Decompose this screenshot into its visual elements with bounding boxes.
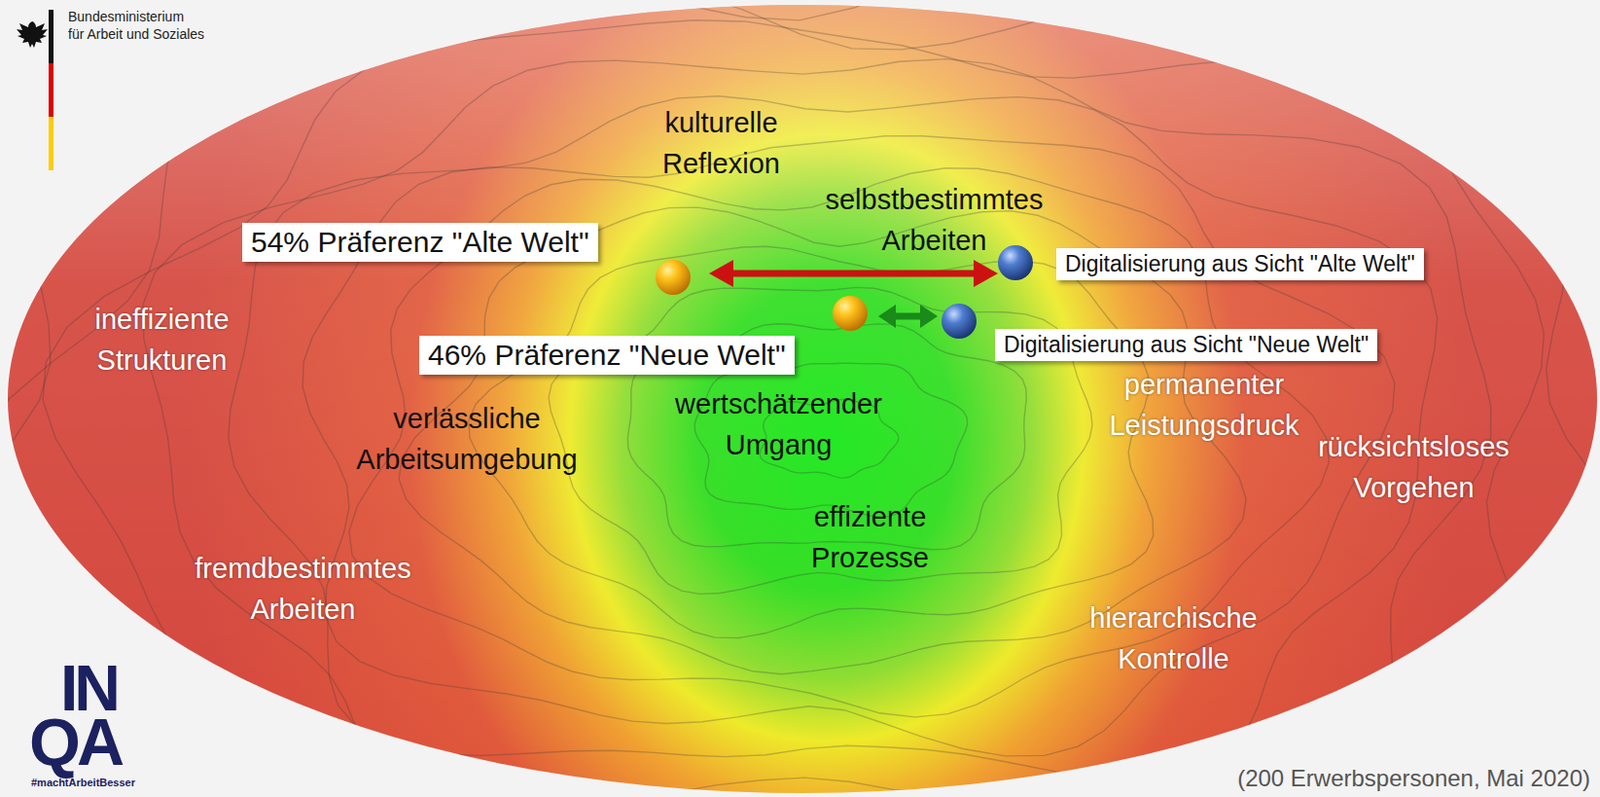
region-label: wertschätzender Umgang xyxy=(673,383,885,465)
box-text: 54% Präferenz "Alte Welt" xyxy=(250,225,590,258)
red-arrow xyxy=(727,270,980,278)
logo-text: QA xyxy=(29,708,121,775)
box-text: Digitalisierung aus Sicht "Neue Welt" xyxy=(1003,331,1369,357)
arrow-head xyxy=(709,259,734,287)
contour-line xyxy=(468,246,1154,638)
arrow-head xyxy=(920,304,938,328)
region-label: rücksichtsloses Vorgehen xyxy=(1315,426,1512,508)
label-box: Digitalisierung aus Sicht "Neue Welt" xyxy=(995,328,1378,361)
contour-line xyxy=(228,96,1438,781)
logo-text: für Arbeit und Soziales xyxy=(68,27,205,41)
flag-stripe xyxy=(48,116,54,171)
label-box: Digitalisierung aus Sicht "Alte Welt" xyxy=(1056,248,1424,281)
region-label: verlässliche Arbeitsumgebung xyxy=(354,397,580,480)
eagle-emblem xyxy=(16,21,48,48)
map-ground xyxy=(7,4,1598,793)
flag-stripe xyxy=(48,63,54,117)
box-text: 46% Präferenz "Neue Welt" xyxy=(427,338,786,371)
logo-text: #machtArbeitBesser xyxy=(31,777,136,788)
box-text: Digitalisierung aus Sicht "Alte Welt" xyxy=(1065,250,1416,277)
contour-line xyxy=(142,59,1492,797)
region-label: effiziente Prozesse xyxy=(809,496,931,578)
arrow-head xyxy=(973,259,998,287)
region-label: hierarchische Kontrolle xyxy=(1087,597,1260,679)
arrow-head xyxy=(878,304,896,328)
blue-ball xyxy=(941,303,977,339)
region-label: permanenter Leistungsdruck xyxy=(1106,363,1302,446)
orange-ball xyxy=(832,295,868,331)
caption: (200 Erwerbspersonen, Mai 2020) xyxy=(1237,764,1591,792)
label-box: 54% Präferenz "Alte Welt" xyxy=(242,222,599,262)
logo-text: Bundesministerium xyxy=(68,9,184,24)
blue-ball xyxy=(997,245,1033,281)
orange-ball xyxy=(655,259,691,295)
flag-stripe xyxy=(48,9,54,64)
region-label: ineffiziente Strukturen xyxy=(92,298,232,381)
green-arrow xyxy=(891,313,925,320)
map-shade xyxy=(7,4,1598,793)
label-box: 46% Präferenz "Neue Welt" xyxy=(419,335,795,375)
region-label: selbstbestimmtes Arbeiten xyxy=(822,178,1046,261)
region-label: kulturelle Reflexion xyxy=(660,102,783,184)
region-label: fremdbestimmtes Arbeiten xyxy=(192,547,414,630)
contour-line xyxy=(42,20,1544,797)
